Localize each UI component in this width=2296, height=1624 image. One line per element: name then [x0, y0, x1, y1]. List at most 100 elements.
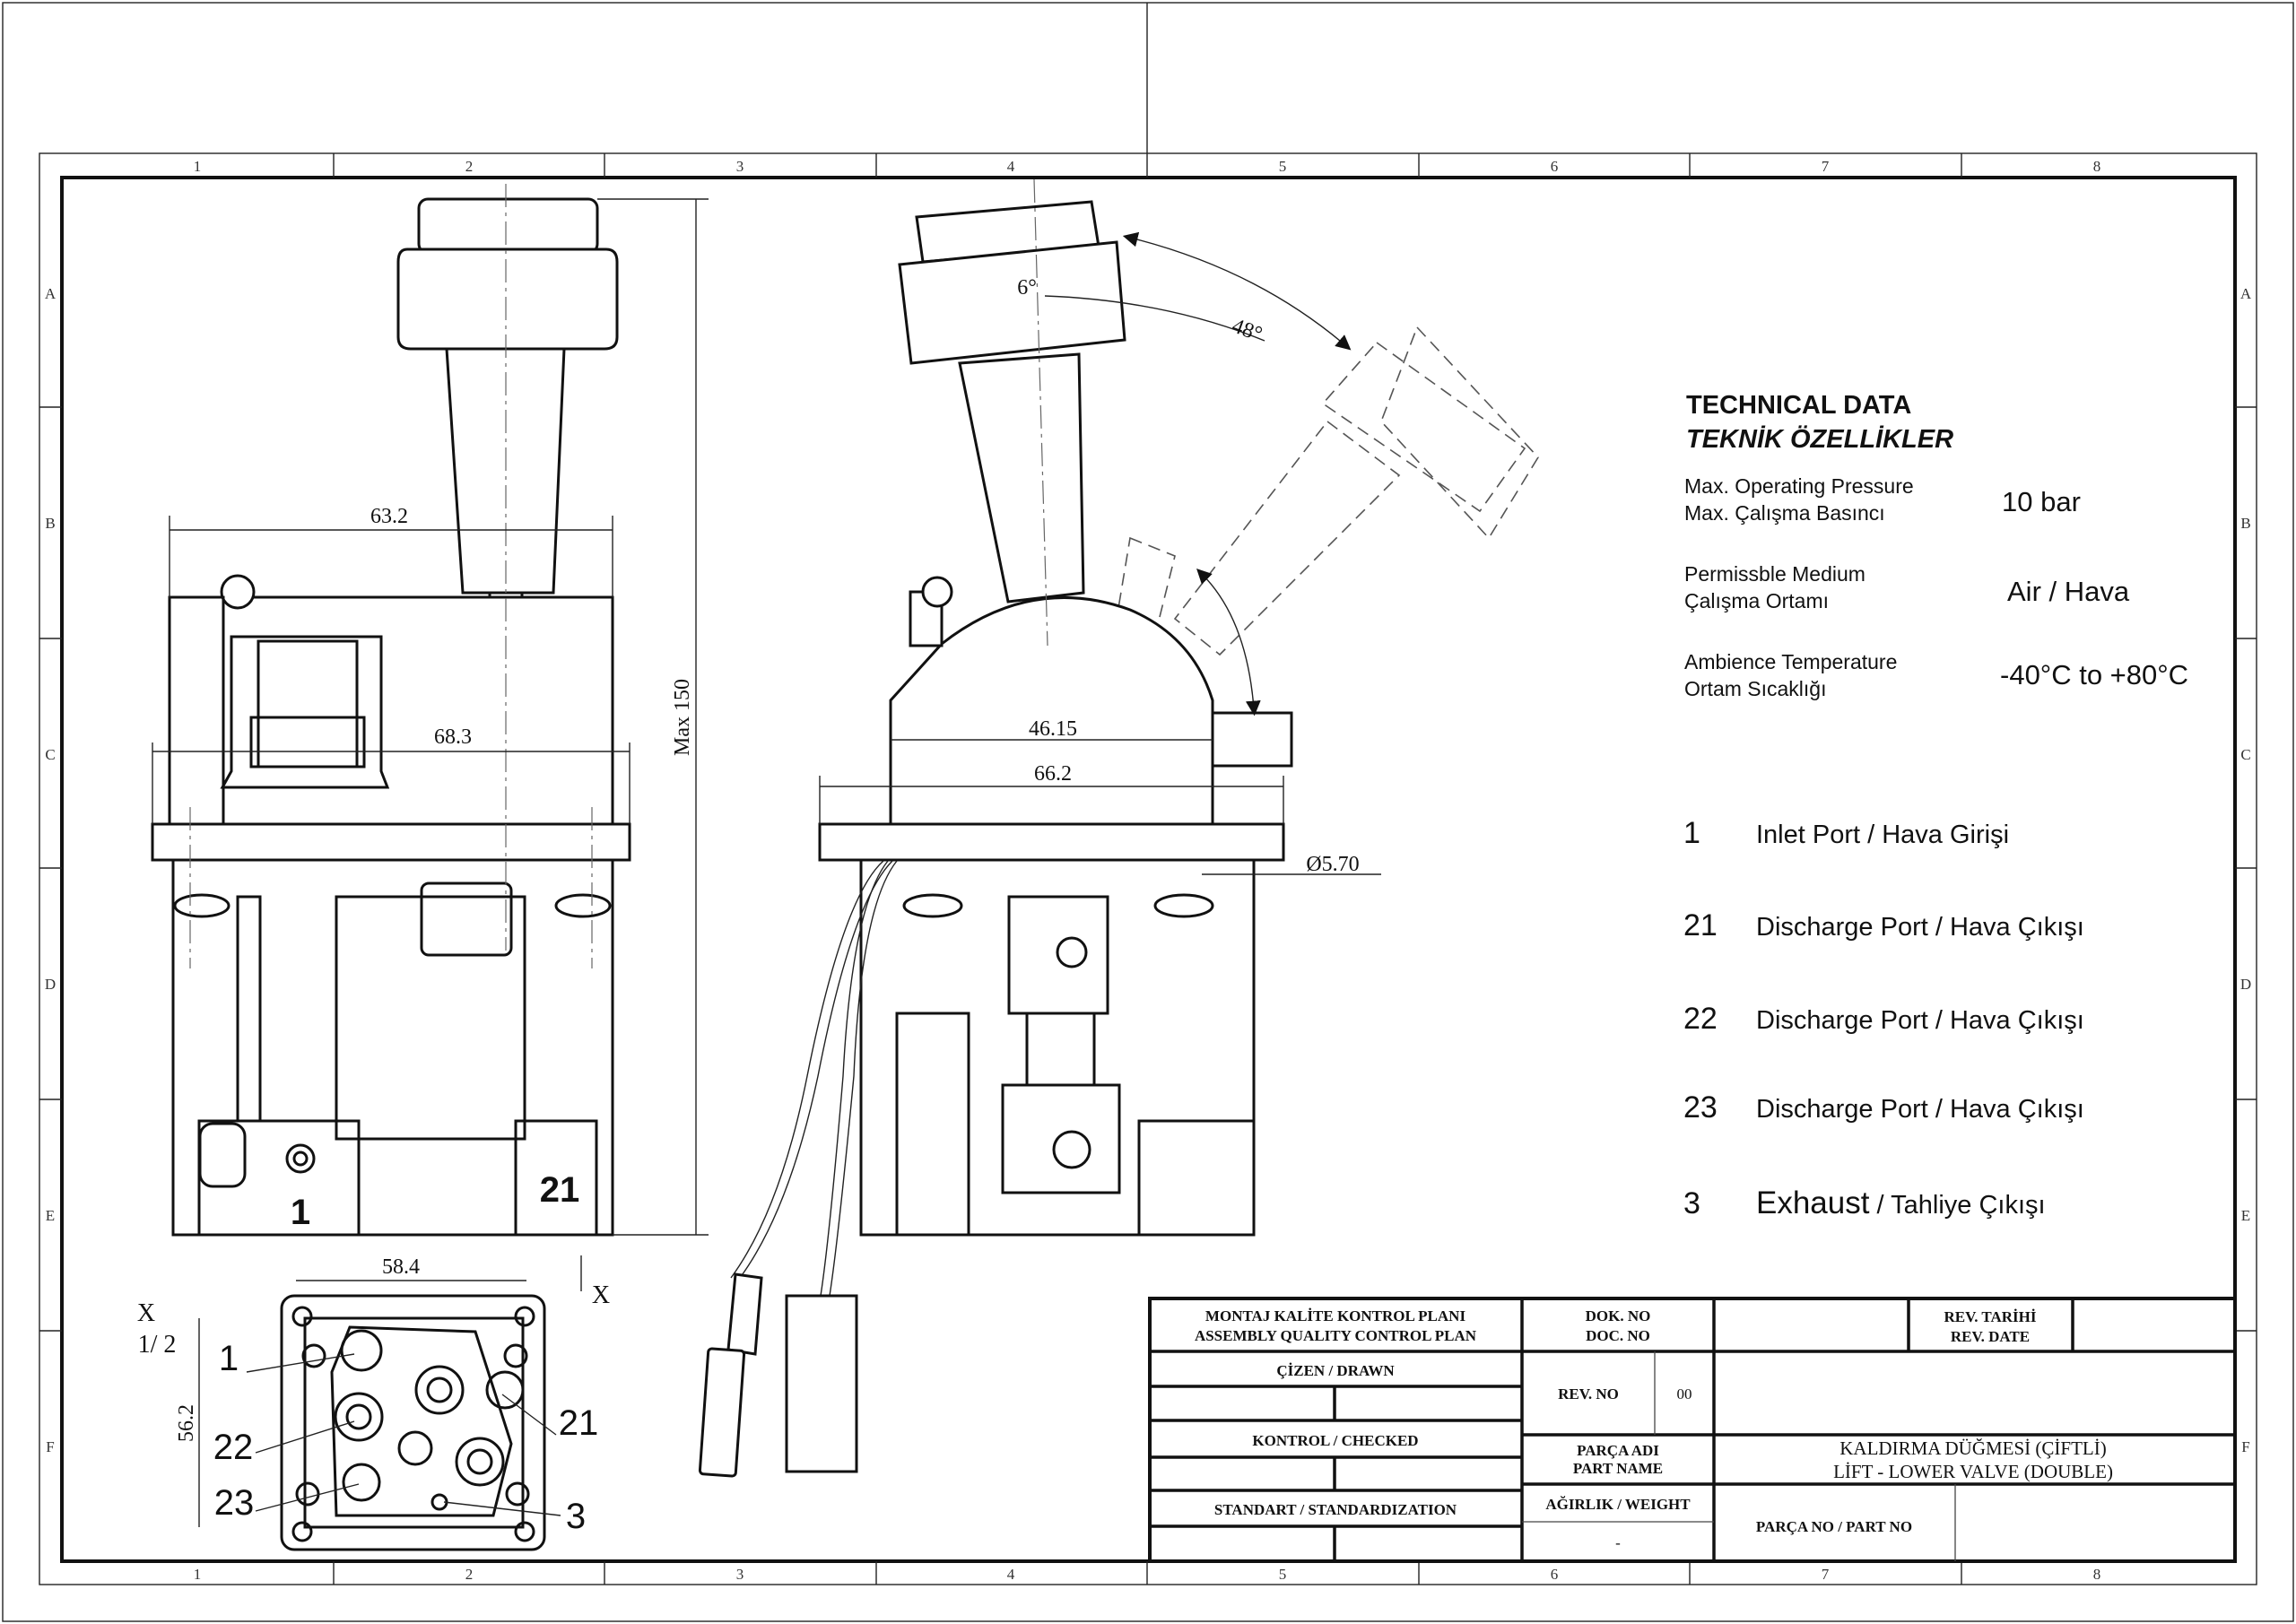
title-block: MONTAJ KALİTE KONTROL PLANI ASSEMBLY QUA… [1148, 1297, 2237, 1563]
weight-label: AĞIRLIK / WEIGHT [1545, 1496, 1691, 1513]
front-port-21-label: 21 [540, 1170, 580, 1210]
ghost-lever-positions [1116, 326, 1539, 656]
dim-side-body-width: 46.15 [1029, 717, 1077, 741]
doc-no-label-en: DOC. NO [1586, 1327, 1650, 1344]
front-port-1-label: 1 [291, 1193, 310, 1232]
dim-bottom-width: 58.4 [382, 1255, 420, 1279]
technical-data-title-tr: TEKNİK ÖZELLİKLER [1686, 424, 1953, 454]
grid-dividers [39, 153, 2257, 1585]
spec-label: Ambience Temperature [1684, 650, 1897, 673]
grid-col-label: 1 [194, 1566, 202, 1583]
part-no-label: PARÇA NO / PART NO [1756, 1518, 1912, 1535]
grid-col-label: 4 [1007, 158, 1015, 175]
grid-col-label: 8 [2093, 1566, 2101, 1583]
technical-data-title: TECHNICAL DATA [1686, 391, 1911, 420]
port-label: Inlet Port / Hava Girişi [1756, 821, 2009, 849]
grid-col-label: 7 [1822, 158, 1830, 175]
port-number: 22 [1683, 1002, 1718, 1036]
grid-row-label: B [2240, 515, 2250, 532]
port-label: Discharge Port / Hava Çıkışı [1756, 913, 2084, 942]
dim-max-height: Max 150 [671, 679, 694, 756]
port-number: 23 [1683, 1090, 1718, 1125]
dim-front-width-flange: 68.3 [434, 725, 472, 749]
dim-hole-diameter: Ø5.70 [1306, 853, 1359, 876]
rev-date-label-en: REV. DATE [1951, 1328, 2030, 1345]
grid-row-label: B [45, 515, 55, 532]
rev-no-value: 00 [1677, 1385, 1692, 1403]
technical-data: TECHNICAL DATA TEKNİK ÖZELLİKLER Max. Op… [1684, 391, 2188, 700]
grid-col-label: 5 [1279, 1566, 1287, 1583]
plan-title-tr: MONTAJ KALİTE KONTROL PLANI [1205, 1307, 1466, 1324]
grid-col-label: 3 [736, 158, 744, 175]
standardization-label: STANDART / STANDARDIZATION [1214, 1501, 1457, 1518]
plan-title-en: ASSEMBLY QUALITY CONTROL PLAN [1195, 1327, 1477, 1344]
drawn-label: ÇİZEN / DRAWN [1276, 1362, 1395, 1379]
outer-frame [39, 152, 2257, 1585]
part-name-label-tr: PARÇA ADI [1577, 1442, 1659, 1459]
side-view: 6° 48° 46.15 66.2 Ø5.70 [698, 178, 1539, 1478]
spec-label: Permissble Medium [1684, 562, 1866, 586]
bottom-port-21: 21 [559, 1403, 599, 1443]
grid-row-label: D [45, 976, 56, 993]
port-list: 1 Inlet Port / Hava Girişi 21 Discharge … [1683, 816, 2084, 1220]
bottom-view: 58.4 56.2 X 1/ 2 X 1 21 22 23 3 [137, 1255, 610, 1551]
grid-col-label: 8 [2093, 158, 2101, 175]
bottom-port-1: 1 [219, 1339, 239, 1378]
grid-row-label: E [46, 1207, 55, 1224]
port-number: 1 [1683, 816, 1700, 850]
section-x-right: X [592, 1281, 610, 1309]
part-name-value-en: LİFT - LOWER VALVE (DOUBLE) [1833, 1461, 2113, 1482]
spec-value: 10 bar [2002, 486, 2081, 517]
checked-label: KONTROL / CHECKED [1252, 1432, 1418, 1449]
grid-col-label: 6 [1551, 1566, 1559, 1583]
dim-swing-angle: 48° [1229, 314, 1265, 346]
port-label: Discharge Port / Hava Çıkışı [1756, 1095, 2084, 1124]
grid-row-label: F [46, 1438, 54, 1455]
port-number: 3 [1683, 1186, 1700, 1220]
grid-col-label: 3 [736, 1566, 744, 1583]
bottom-port-23: 23 [214, 1483, 255, 1523]
spec-label-tr: Çalışma Ortamı [1684, 589, 1829, 612]
weight-value: - [1615, 1534, 1621, 1551]
part-name-value-tr: KALDIRMA DÜĞMESİ (ÇİFTLİ) [1839, 1437, 2107, 1459]
grid-row-label: A [45, 285, 57, 302]
doc-no-label-tr: DOK. NO [1586, 1307, 1651, 1324]
view-scale: 1/ 2 [138, 1331, 177, 1359]
connector-male [726, 1272, 763, 1356]
dim-side-flange-width: 66.2 [1034, 762, 1072, 786]
spec-label-tr: Ortam Sıcaklığı [1684, 677, 1826, 700]
spec-value: Air / Hava [2007, 576, 2130, 607]
bottom-port-22: 22 [213, 1428, 254, 1467]
port-label-rest: / Tahliye Çıkışı [1869, 1191, 2045, 1220]
grid-row-label: E [2241, 1207, 2250, 1224]
section-x-left: X [137, 1299, 155, 1327]
dim-front-width-top: 63.2 [370, 505, 408, 528]
port-label: Exhaust / Tahliye Çıkışı [1756, 1185, 2046, 1220]
front-view: 63.2 68.3 Max 150 1 21 [151, 184, 709, 1237]
spec-value: -40°C to +80°C [2000, 659, 2188, 690]
grid-col-label: 1 [194, 158, 202, 175]
port-number: 21 [1683, 908, 1718, 942]
connector-female [785, 1294, 858, 1473]
dim-bottom-height: 56.2 [175, 1404, 198, 1442]
grid-col-label: 7 [1822, 1566, 1830, 1583]
grid-row-label: C [2240, 746, 2250, 763]
grid-col-label: 5 [1279, 158, 1287, 175]
grid-labels: 1 2 3 4 5 6 7 8 1 2 3 4 5 6 7 8 A B C D … [45, 158, 2252, 1583]
grid-row-label: D [2240, 976, 2251, 993]
port-label: Discharge Port / Hava Çıkışı [1756, 1006, 2084, 1035]
dim-tilt-angle: 6° [1017, 276, 1037, 300]
grid-row-label: A [2240, 285, 2252, 302]
grid-col-label: 2 [465, 158, 474, 175]
spec-label: Max. Operating Pressure [1684, 474, 1914, 498]
spec-label-tr: Max. Çalışma Basıncı [1684, 501, 1885, 525]
rev-date-label-tr: REV. TARİHİ [1944, 1308, 2037, 1325]
bottom-port-3: 3 [566, 1497, 586, 1536]
port-label-main: Exhaust [1756, 1185, 1870, 1220]
grid-col-label: 2 [465, 1566, 474, 1583]
grid-row-label: F [2241, 1438, 2249, 1455]
grid-col-label: 4 [1007, 1566, 1015, 1583]
part-name-label-en: PART NAME [1573, 1460, 1663, 1477]
